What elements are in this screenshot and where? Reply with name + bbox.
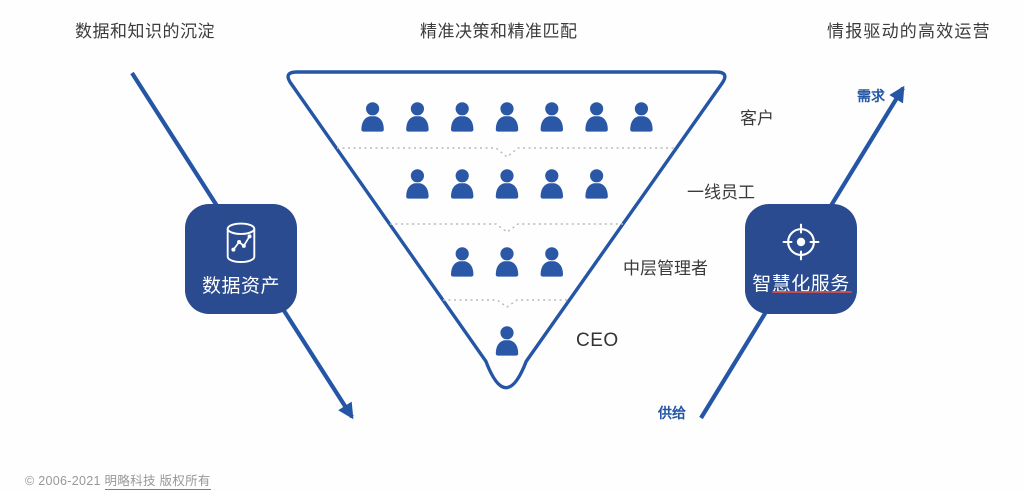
person-icon (361, 102, 384, 132)
person-icon (495, 102, 519, 132)
person-icon (451, 169, 474, 199)
database-chart-icon (226, 222, 256, 263)
row-separators (337, 147, 676, 308)
copyright-line: © 2006-2021 明略科技 版权所有 (25, 470, 211, 490)
funnel-triangle-outline (286, 70, 727, 390)
person-icon (406, 102, 429, 132)
supply-label: 供给 (658, 405, 686, 421)
row-separator (390, 223, 623, 233)
demand-label: 需求 (857, 88, 885, 104)
caption-data-knowledge: 数据和知识的沉淀 (75, 22, 215, 41)
person-icon (630, 102, 653, 132)
data-asset-node: 数据资产 (185, 204, 297, 314)
copyright-company: 明略科技 版权所有 (104, 474, 211, 490)
copyright-prefix: © 2006-2021 (25, 474, 105, 488)
person-icon (406, 169, 429, 199)
funnel-row-label-ceo: CEO (576, 330, 619, 351)
person-icon (540, 169, 563, 199)
funnel-row-label-middle-managers: 中层管理者 (623, 259, 708, 278)
data-asset-label: 数据资产 (201, 276, 280, 297)
caption-intel-operations: 情报驱动的高效运营 (827, 22, 991, 41)
funnel-row-label-customers: 客户 (740, 109, 774, 128)
person-icon (451, 247, 474, 277)
person-icon (585, 102, 608, 132)
person-icon (585, 169, 608, 199)
people-layer (361, 102, 653, 356)
target-icon (782, 223, 820, 261)
person-icon (451, 102, 474, 132)
funnel-row-label-frontline: 一线员工 (687, 183, 755, 202)
caption-precise-decision: 精准决策和精准匹配 (420, 22, 578, 41)
row-separator (443, 299, 569, 308)
person-icon (540, 102, 563, 132)
person-icon (495, 326, 519, 356)
red-spellcheck-underline (772, 291, 852, 293)
row-separator (337, 147, 676, 158)
smart-service-node: 智慧化服务 (745, 204, 857, 314)
person-icon (540, 247, 563, 277)
person-icon (495, 247, 519, 277)
smart-service-label: 智慧化服务 (752, 274, 850, 295)
person-icon (495, 169, 519, 199)
